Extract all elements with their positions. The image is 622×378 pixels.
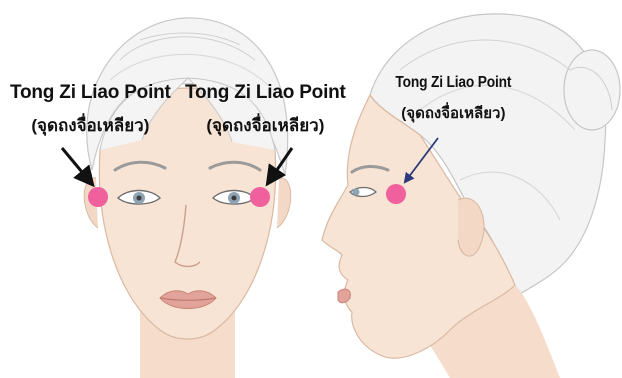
annotation-right: Tong Zi Liao Point (จุดถงจื่อเหลียว): [386, 74, 521, 125]
annotation-mid: Tong Zi Liao Point (จุดถงจื่อเหลียว): [185, 82, 346, 139]
annotation-right-thai: (จุดถงจื่อเหลียว): [386, 101, 521, 125]
annotation-left-name: Tong Zi Liao Point: [10, 82, 171, 104]
front-face-illustration: [62, 18, 292, 378]
acupoint-left-marker: [88, 187, 108, 207]
arrow-left: [62, 148, 92, 184]
profile-face-illustration: [322, 14, 620, 378]
annotation-mid-thai: (จุดถงจื่อเหลียว): [185, 112, 346, 139]
profile-bun: [564, 50, 620, 130]
acupoint-right-marker: [386, 184, 406, 204]
acupoint-mid-marker: [250, 187, 270, 207]
annotation-left: Tong Zi Liao Point (จุดถงจื่อเหลียว): [10, 82, 171, 139]
annotation-mid-name: Tong Zi Liao Point: [185, 82, 346, 104]
annotation-left-thai: (จุดถงจื่อเหลียว): [10, 112, 171, 139]
annotation-right-name: Tong Zi Liao Point: [395, 74, 511, 92]
